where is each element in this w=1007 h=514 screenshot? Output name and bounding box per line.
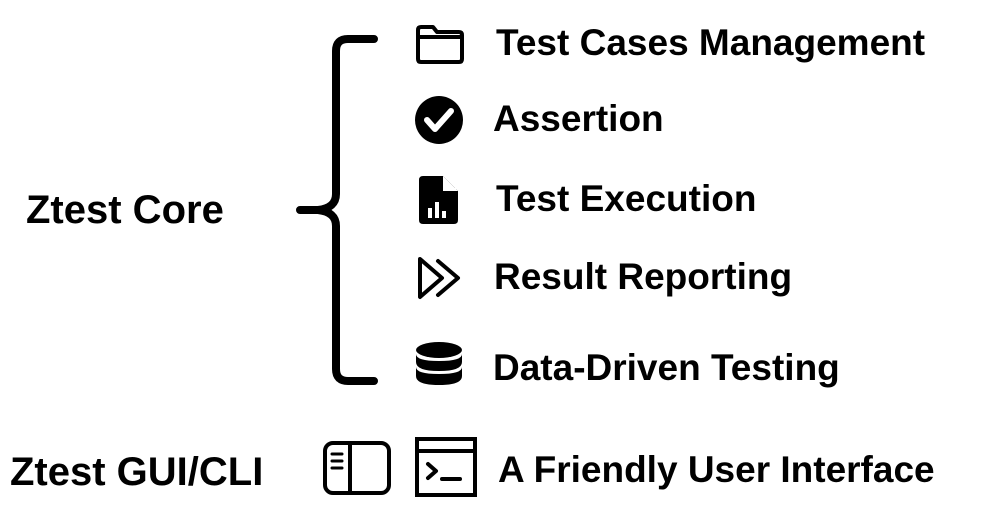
core-item-test-cases-management: Test Cases Management <box>496 22 926 63</box>
check-circle-icon <box>415 96 463 144</box>
core-item-result-reporting: Result Reporting <box>494 256 793 297</box>
terminal-icon <box>415 437 477 497</box>
gui-friendly-interface-label: A Friendly User Interface <box>498 449 935 490</box>
report-file-icon <box>419 176 458 224</box>
sidebar-window-icon <box>323 441 391 495</box>
gui-title: Ztest GUI/CLI <box>10 450 264 494</box>
core-item-data-driven-testing: Data-Driven Testing <box>493 347 840 388</box>
core-title: Ztest Core <box>26 188 224 232</box>
folder-icon <box>416 25 464 64</box>
double-play-icon <box>418 257 460 299</box>
database-icon <box>416 342 462 385</box>
curly-brace <box>296 35 378 385</box>
core-item-assertion: Assertion <box>493 98 664 139</box>
core-item-test-execution: Test Execution <box>496 178 757 219</box>
